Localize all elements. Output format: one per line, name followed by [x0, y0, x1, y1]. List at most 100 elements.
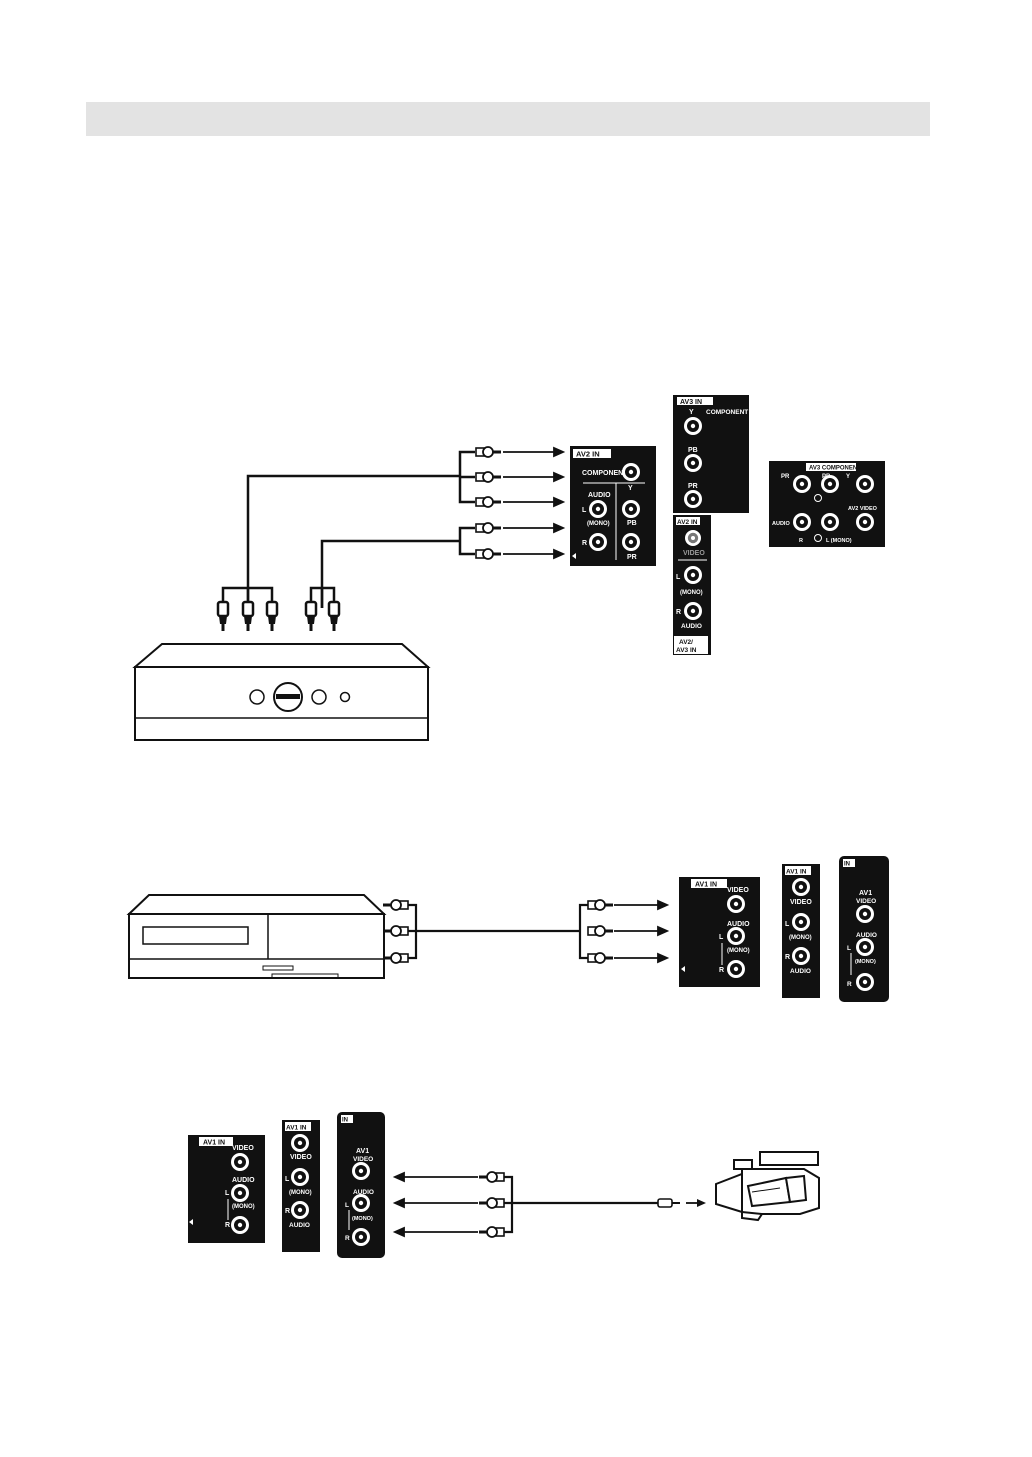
av2-y-label: Y [628, 485, 633, 492]
s3-av1-in-panel-a: AV1 IN VIDEO AUDIO L (MONO) R [188, 1135, 265, 1243]
av3-in-component-panel: AV3 IN Y COMPONENT PB PR [673, 395, 749, 513]
av3-panel-title: AV3 IN [680, 399, 702, 406]
vcr-cable [408, 903, 588, 960]
av2-l-label: L [582, 507, 587, 514]
s2-av1-in-panel-b: AV1 IN VIDEO L (MONO) R AUDIO [782, 864, 820, 998]
av2-pb-label: PB [627, 520, 637, 527]
av3-component-label: COMPONENT [706, 409, 748, 416]
av3h-r-label: R [799, 538, 803, 544]
s3b-title: AV1 IN [286, 1125, 307, 1132]
s3c-av1-label: AV1 [356, 1148, 369, 1155]
s3c-r-label: R [345, 1235, 350, 1242]
s3a-mono-label: (MONO) [232, 1204, 255, 1210]
s2a-audio-l-jack [727, 927, 745, 945]
s3c-audio-label: AUDIO [353, 1189, 374, 1196]
s2b-audio-l-jack [792, 913, 810, 931]
av2-audio-r-jack [589, 533, 607, 551]
av2v-panel-title: AV2 IN [677, 519, 698, 526]
s2a-mono-label: (MONO) [727, 948, 750, 954]
minijack-plug [657, 1198, 706, 1208]
s3b-audio-label: AUDIO [289, 1222, 310, 1229]
av2v-audio-l-jack [684, 566, 702, 584]
s2b-mono-label: (MONO) [789, 935, 812, 941]
av2-in-component-panel: AV2 IN COMPONENT Y AUDIO L (MONO) R PB P… [570, 446, 656, 566]
s2c-r-label: R [847, 981, 852, 988]
av3h-audio-l-jack [821, 513, 839, 531]
av2v-footer-1: AV2/ [679, 639, 693, 646]
s2b-audio-r-jack [792, 947, 810, 965]
av3-pr-label: PR [688, 483, 698, 490]
s3a-r-label: R [225, 1222, 230, 1229]
s2c-video-label: VIDEO [856, 898, 876, 905]
av2-audio-l-jack [589, 500, 607, 518]
av2-r-label: R [582, 540, 587, 547]
s3a-video-jack [231, 1153, 249, 1171]
av2-pr-jack [622, 533, 640, 551]
av3-component-horizontal-panel: AV3 COMPONENT PR PB Y AUDIO AV2 VIDEO R … [769, 461, 885, 547]
s3a-video-label: VIDEO [232, 1145, 254, 1152]
av3h-audio-label: AUDIO [772, 521, 790, 527]
s2b-r-label: R [785, 954, 790, 961]
s2b-audio-label: AUDIO [790, 968, 811, 975]
s3c-l-label: L [345, 1202, 349, 1209]
av3h-video-jack [856, 513, 874, 531]
s2b-title: AV1 IN [786, 869, 807, 876]
s2a-video-label: VIDEO [727, 887, 749, 894]
s3c-mono-label: (MONO) [352, 1216, 373, 1222]
s2a-r-label: R [719, 967, 724, 974]
s3b-audio-r-jack [291, 1201, 309, 1219]
signal-arrows-2 [614, 899, 670, 964]
av2-component-label: COMPONENT [582, 470, 628, 477]
av3h-pr-label: PR [781, 474, 790, 480]
s3b-video-jack [291, 1134, 309, 1152]
s2a-audio-r-jack [727, 960, 745, 978]
av3h-pr-jack [793, 475, 811, 493]
av2-pb-jack [622, 500, 640, 518]
av2v-mono-label: (MONO) [680, 590, 703, 596]
av3h-av2video-label: AV2 VIDEO [848, 506, 878, 512]
s2-in-panel-c: IN AV1 VIDEO AUDIO L (MONO) R [839, 856, 889, 1002]
s2c-mono-label: (MONO) [855, 959, 876, 965]
camcorder-device [715, 1151, 820, 1222]
av2-y-jack [622, 463, 640, 481]
s3c-title: IN [342, 1118, 348, 1124]
s2b-video-label: VIDEO [790, 899, 812, 906]
av2v-l-label: L [676, 574, 681, 581]
av2-mono-label: (MONO) [587, 521, 610, 527]
s2a-l-label: L [719, 934, 724, 941]
s2c-video-jack [856, 905, 874, 923]
av2-pr-label: PR [627, 554, 637, 561]
av2-av3-in-panel: AV2 IN VIDEO L (MONO) R AUDIO AV2/ AV3 I… [673, 515, 711, 655]
camcorder-cable [504, 1175, 658, 1234]
component-cable-bundle [221, 450, 475, 608]
av3h-pb-jack [821, 475, 839, 493]
camcorder-plugs [478, 1171, 505, 1238]
s2c-av1-label: AV1 [859, 890, 872, 897]
s2b-l-label: L [785, 921, 790, 928]
s3a-l-label: L [225, 1190, 230, 1197]
av3h-panel-title: AV3 COMPONENT [809, 466, 861, 472]
s3b-l-label: L [285, 1176, 290, 1183]
s3c-audio-l-jack [352, 1194, 370, 1212]
av3h-y-label: Y [846, 474, 850, 480]
s3b-mono-label: (MONO) [289, 1190, 312, 1196]
av3-pb-label: PB [688, 447, 698, 454]
s2a-title: AV1 IN [695, 882, 717, 889]
s3b-video-label: VIDEO [290, 1154, 312, 1161]
s3c-video-label: VIDEO [353, 1156, 373, 1163]
av3-pr-jack [684, 490, 702, 508]
av2v-video-label: VIDEO [683, 550, 705, 557]
av3h-lmono-label: L (MONO) [826, 538, 852, 544]
signal-arrows-3 [392, 1171, 478, 1238]
section-header-bar [86, 102, 930, 136]
s3a-audio-r-jack [231, 1216, 249, 1234]
s2a-video-jack [727, 895, 745, 913]
av3-y-jack [684, 417, 702, 435]
av3h-audio-r-jack [793, 513, 811, 531]
s2c-title: IN [844, 862, 850, 868]
s2b-video-jack [792, 878, 810, 896]
av3h-y-jack [856, 475, 874, 493]
s3a-audio-label: AUDIO [232, 1177, 255, 1184]
av2-panel-title: AV2 IN [576, 450, 600, 459]
